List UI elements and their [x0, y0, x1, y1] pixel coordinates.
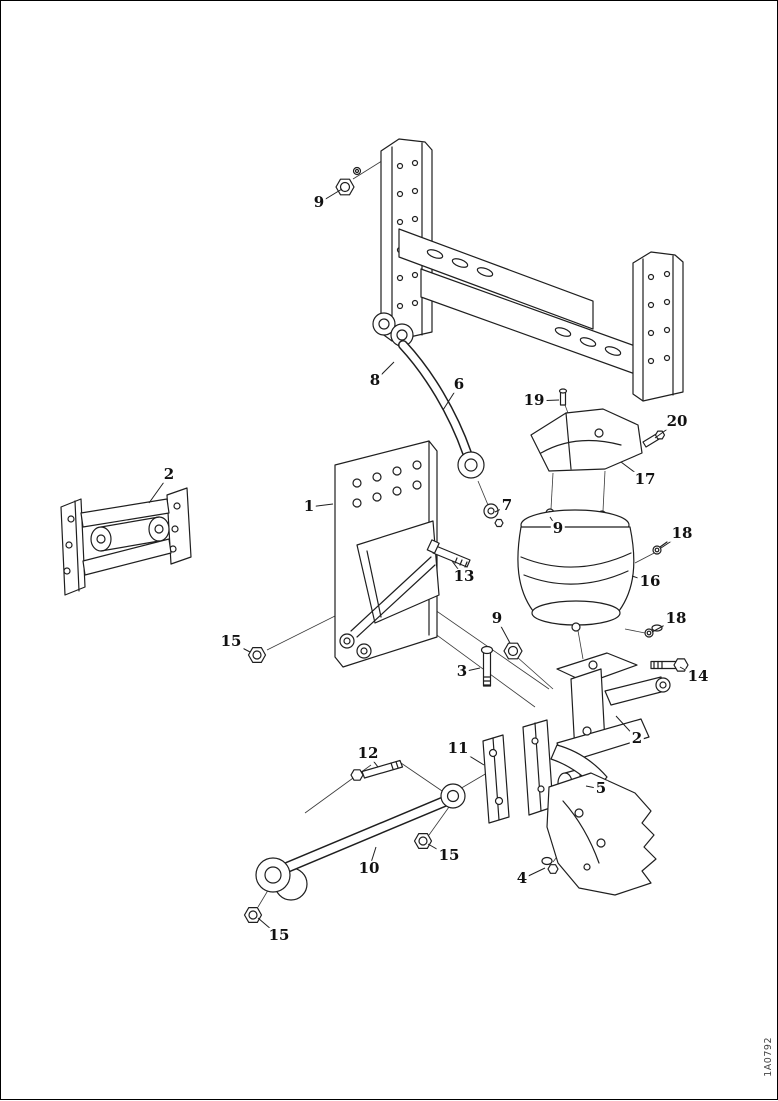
callout-leader-line: [631, 575, 651, 583]
callout-leader-line: [679, 666, 699, 678]
callout-leader-line: [461, 667, 481, 673]
lower-torque-rod-bracket: [556, 652, 671, 764]
crossmember-right-bracket: [632, 251, 684, 402]
callout-leader-line: [654, 421, 678, 439]
lower-torque-rod: [255, 783, 466, 901]
callout-leader-line: [533, 399, 560, 402]
stud-18-lower: [644, 624, 663, 638]
callout-leader-line: [521, 867, 546, 880]
callout-leader-line: [368, 846, 377, 870]
bolt-3: [480, 645, 494, 687]
left-bracket-assembly: [60, 487, 192, 596]
nut-9-top: [335, 166, 362, 196]
nut-15-a: [247, 646, 267, 664]
callout-leader-line: [318, 188, 343, 204]
callout-leader-line: [660, 533, 683, 549]
air-spring-upper-mount: [530, 408, 643, 472]
torque-rod-strap: [482, 719, 554, 824]
air-spring: [517, 508, 635, 632]
callout-leader-line: [374, 361, 395, 382]
mounting-plate: [334, 440, 440, 668]
crossmember-rails: [398, 228, 650, 380]
callout-leader-line: [230, 641, 251, 653]
stud-18-upper: [652, 541, 668, 555]
upper-torque-rod: [372, 312, 485, 479]
frame-rail-fragment: [546, 744, 657, 896]
bolt-12: [350, 759, 404, 781]
nut-15-c: [243, 906, 263, 924]
callout-leader-line: [257, 917, 280, 937]
doc-code: 1A0792: [763, 1037, 774, 1077]
callout-leader-line: [496, 618, 511, 644]
nut-9-lower: [503, 642, 523, 660]
callout-leader-line: [620, 461, 646, 481]
bolt-14: [650, 658, 689, 672]
callout-leader-line: [427, 843, 450, 857]
callout-leader-line: [457, 748, 485, 766]
nut-15-b: [413, 832, 433, 850]
washer-7: [483, 503, 504, 528]
washer-4: [541, 856, 559, 874]
bolt-13: [426, 539, 471, 568]
bolt-19: [558, 388, 568, 406]
callout-leader-line: [308, 503, 334, 508]
callout-leader-line: [367, 753, 379, 768]
